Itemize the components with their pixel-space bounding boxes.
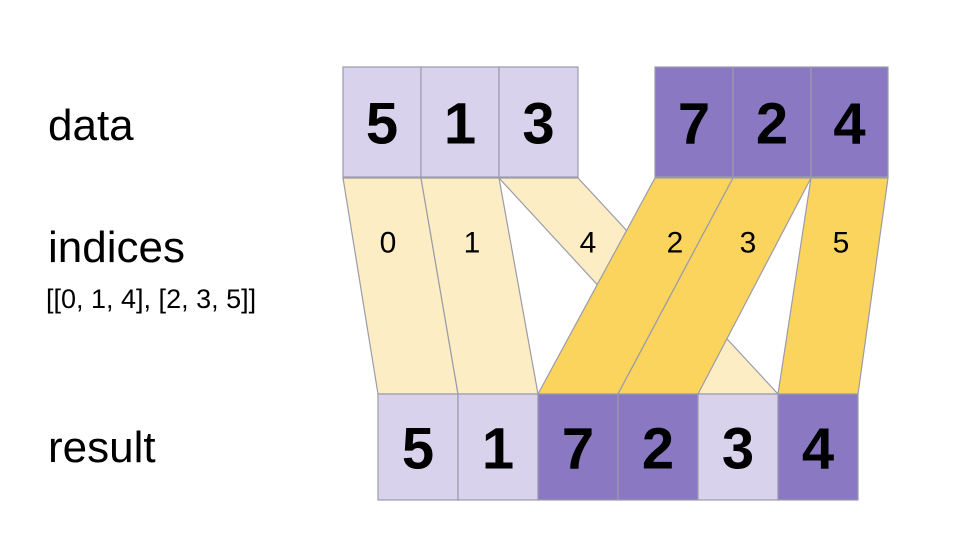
index-label-3: 2 — [667, 227, 684, 260]
data-cell-group-a-2 — [498, 66, 579, 178]
ribbons-layer — [342, 177, 889, 395]
index-label-0: 0 — [380, 227, 397, 260]
data-cell-value: 1 — [444, 92, 476, 157]
index-label-5: 5 — [833, 227, 850, 260]
data-cell-group-b-1 — [732, 66, 812, 178]
data-cell-group-b-2 — [810, 66, 889, 178]
index-label-1: 1 — [464, 227, 481, 260]
result-cell-5 — [777, 393, 859, 501]
result-cell-value: 3 — [722, 417, 754, 482]
data-cell-value: 2 — [756, 92, 788, 157]
result-cell-0 — [377, 393, 459, 501]
result-cell-1 — [457, 393, 539, 501]
data-cell-value: 3 — [522, 92, 554, 157]
result-cell-value: 4 — [802, 417, 834, 482]
result-cell-3 — [617, 393, 699, 501]
row-label-indices: indices — [48, 223, 185, 272]
row-sublabel-indices: [[0, 1, 4], [2, 3, 5]] — [46, 284, 256, 314]
data-cell-value: 5 — [366, 92, 398, 157]
result-cell-2 — [537, 393, 619, 501]
result-cell-value: 7 — [562, 417, 594, 482]
result-cell-4 — [697, 393, 779, 501]
data-cell-value: 4 — [833, 92, 865, 157]
result-cell-value: 2 — [642, 417, 674, 482]
index-label-4: 3 — [740, 227, 757, 260]
indices-label-layer: 0 1 4 2 3 5 — [380, 227, 850, 260]
index-label-2: 4 — [580, 227, 597, 260]
row-label-data: data — [48, 101, 134, 150]
result-cell-value: 5 — [402, 417, 434, 482]
result-cell-value: 1 — [482, 417, 514, 482]
row-label-result: result — [48, 423, 156, 472]
data-cell-value: 7 — [678, 92, 710, 157]
